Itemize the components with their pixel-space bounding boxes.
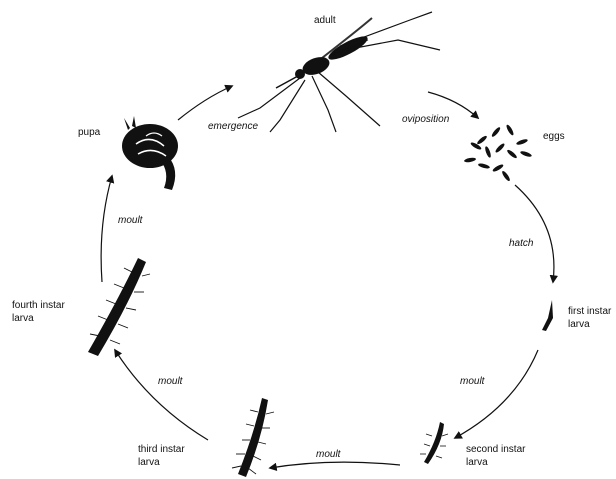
arrow-second-to-third-instar bbox=[270, 462, 400, 468]
stage-label-fourth-instar: fourth instar larva bbox=[12, 299, 65, 325]
transition-label-moult-4-pupa: moult bbox=[118, 215, 142, 226]
transition-label-moult-2-3: moult bbox=[316, 449, 340, 460]
second-instar-larva-icon bbox=[420, 422, 448, 464]
pupa-icon bbox=[122, 116, 178, 190]
arrow-pupa-to-adult bbox=[178, 86, 232, 120]
transition-label-oviposition: oviposition bbox=[402, 114, 449, 125]
third-instar-larva-icon bbox=[232, 398, 274, 477]
stage-label-pupa: pupa bbox=[78, 126, 100, 139]
stage-label-third-instar: third instar larva bbox=[138, 443, 185, 469]
transition-label-emergence: emergence bbox=[208, 121, 258, 132]
arrow-eggs-to-first-instar bbox=[515, 185, 554, 282]
first-instar-larva-icon bbox=[542, 300, 553, 331]
arrow-fourth-to-pupa bbox=[101, 176, 112, 282]
fourth-instar-larva-icon bbox=[88, 258, 150, 356]
eggs-icon bbox=[464, 124, 533, 182]
stage-label-first-instar: first instar larva bbox=[568, 305, 616, 331]
stage-label-adult: adult bbox=[314, 14, 336, 27]
transition-label-hatch: hatch bbox=[509, 238, 533, 249]
stage-label-second-instar: second instar larva bbox=[466, 443, 525, 469]
stage-label-eggs: eggs bbox=[543, 130, 565, 143]
transition-label-moult-1-2: moult bbox=[460, 376, 484, 387]
arrow-third-to-fourth-instar bbox=[115, 350, 208, 440]
arrow-first-to-second-instar bbox=[455, 350, 538, 438]
transition-label-moult-3-4: moult bbox=[158, 376, 182, 387]
